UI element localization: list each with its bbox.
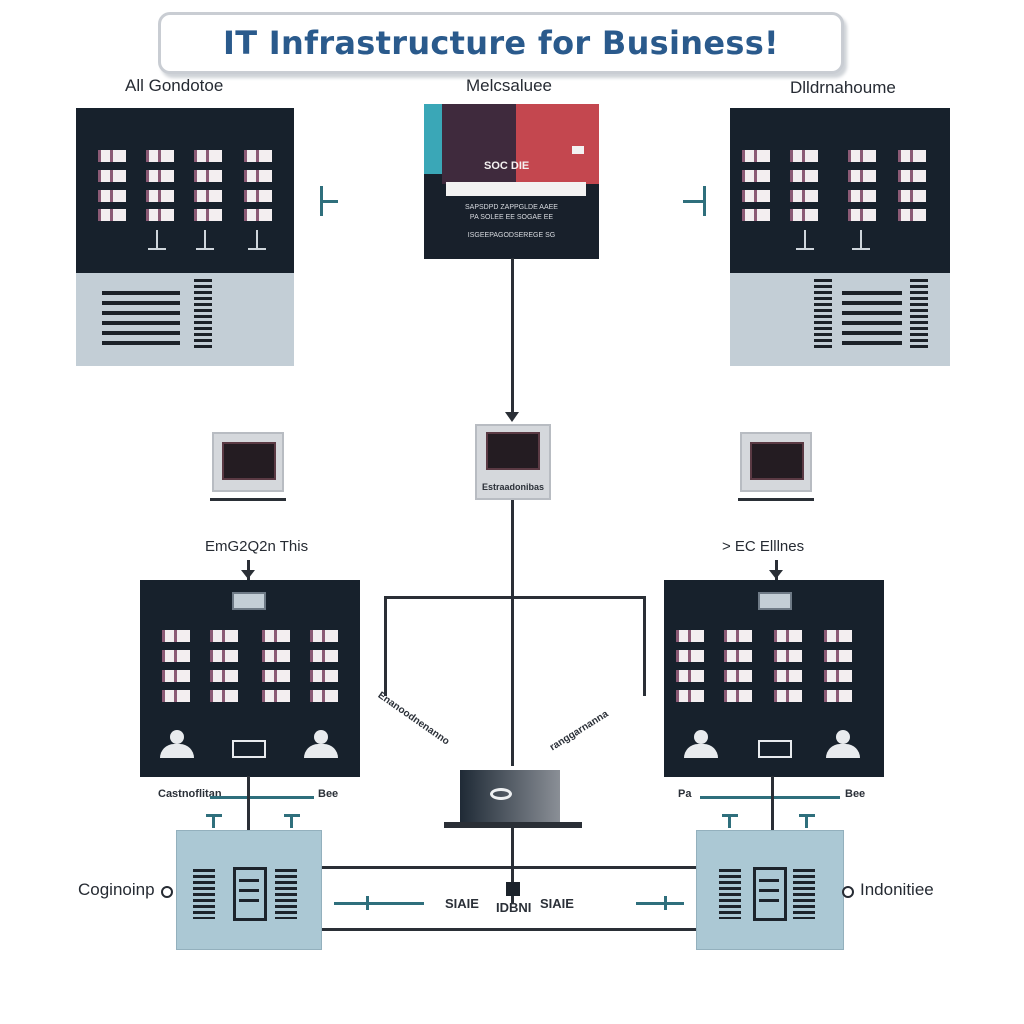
top-center-label: Melcsaluee	[466, 76, 552, 95]
bottom-center-mid: IDBNI	[496, 900, 532, 915]
diagram-title: IT Infrastructure for Business!	[223, 24, 779, 62]
connector-mark	[703, 186, 706, 216]
user-icon	[314, 730, 328, 744]
server-rack-panel	[730, 108, 950, 273]
junction-icon	[506, 882, 520, 896]
diagonal-right-text: ranggarnanna	[548, 708, 611, 754]
middle-right-label: > EC Elllnes	[722, 538, 805, 555]
middle-left-label: EmG2Q2n This	[205, 538, 309, 555]
top-right-server	[730, 108, 950, 366]
lower-left-server	[140, 580, 360, 777]
document-icon	[233, 867, 267, 921]
center-monitor-caption: Estraadonibas	[481, 482, 545, 492]
server-storage-panel	[730, 273, 950, 366]
lower-right-caption: Pa	[678, 788, 692, 800]
connection-line	[384, 596, 646, 599]
top-left-server	[76, 108, 294, 366]
top-left-label: All Gondotoe	[125, 76, 224, 95]
bottom-right-label: Indonitiee	[860, 880, 934, 899]
connection-line	[511, 500, 514, 766]
center-monitor: Estraadonibas	[475, 424, 551, 500]
bottom-center-right: SIAIE	[540, 896, 574, 911]
lower-left-caption: Castnoflitan	[158, 788, 222, 800]
storage-icon	[758, 740, 792, 758]
arrow-down-icon	[769, 570, 783, 579]
server-storage-panel	[76, 273, 294, 366]
arrow-down-icon	[505, 412, 519, 422]
arrow-down-icon	[241, 570, 255, 579]
bottom-left-storage	[176, 830, 322, 950]
center-laptop	[460, 770, 560, 822]
bottom-right-storage	[696, 830, 844, 950]
server-rack-panel	[76, 108, 294, 273]
node-icon	[161, 886, 173, 898]
screen-text-3: ISGEEPAGODSEREGE SG	[467, 232, 556, 239]
diagonal-left-text: Enanoodnenanno	[375, 690, 452, 748]
lower-left-caption-right: Bee	[318, 788, 339, 800]
connection-line	[511, 258, 514, 416]
left-monitor	[212, 432, 284, 492]
cloud-icon	[490, 788, 512, 800]
connection-line	[322, 928, 696, 931]
node-icon	[842, 886, 854, 898]
user-icon	[694, 730, 708, 744]
bottom-center-left: SIAIE	[445, 896, 479, 911]
storage-icon	[232, 740, 266, 758]
right-monitor	[740, 432, 812, 492]
document-icon	[753, 867, 787, 921]
user-icon	[836, 730, 850, 744]
screen-text-1: SAPSDPD ZAPPGLDE AAEE	[465, 204, 558, 211]
lower-right-server	[664, 580, 884, 777]
top-right-label: Dlldrnahoume	[790, 78, 896, 97]
user-icon	[170, 730, 184, 744]
title-banner: IT Infrastructure for Business!	[158, 12, 844, 74]
screen-text-2: PA SOLEE EE SOGAE EE	[469, 214, 554, 221]
connection-line	[322, 866, 696, 869]
bottom-left-label: Coginoinp	[78, 880, 155, 899]
top-center-screen: SOC DIE SAPSDPD ZAPPGLDE AAEE PA SOLEE E…	[424, 104, 599, 259]
screen-heading: SOC DIE	[484, 160, 530, 172]
lower-right-caption-right: Bee	[845, 788, 866, 800]
